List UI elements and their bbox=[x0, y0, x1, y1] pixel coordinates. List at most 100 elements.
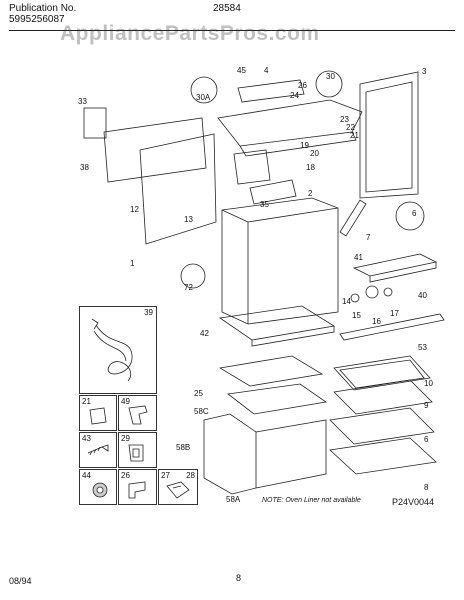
callout-label: 19 bbox=[300, 141, 309, 150]
callout-label: 72 bbox=[184, 283, 193, 292]
callout-label: 38 bbox=[80, 163, 89, 172]
oven-rack-6 bbox=[329, 407, 435, 445]
power-cord-icon bbox=[91, 318, 133, 382]
callout-label: 58C bbox=[194, 407, 209, 416]
top-bracket bbox=[237, 79, 305, 103]
callout-label: 17 bbox=[390, 309, 399, 318]
callout-label: 35 bbox=[260, 200, 269, 209]
figure-code: P24V0044 bbox=[392, 497, 435, 507]
callout-label: 12 bbox=[130, 205, 139, 214]
parts-box-label: 27 bbox=[161, 471, 170, 480]
insulation-58b bbox=[203, 413, 257, 495]
parts-box-27-28: 27 28 bbox=[158, 469, 198, 505]
parts-box-label: 43 bbox=[82, 434, 91, 443]
callout-label: 18 bbox=[306, 163, 315, 172]
parts-box-label: 21 bbox=[82, 397, 91, 406]
parts-box-26: 26 bbox=[118, 469, 157, 505]
callout-label: 53 bbox=[418, 343, 427, 352]
detail-circle-72 bbox=[180, 263, 206, 289]
callout-label: 16 bbox=[372, 317, 381, 326]
parts-box-label: 29 bbox=[121, 434, 130, 443]
header-rule bbox=[9, 30, 455, 31]
panel-25 bbox=[218, 355, 324, 387]
callout-label: 14 bbox=[342, 297, 351, 306]
oven-body bbox=[221, 197, 339, 325]
rear-panel bbox=[103, 117, 207, 183]
callout-label: 2 bbox=[308, 189, 313, 198]
callout-label: 20 bbox=[310, 149, 319, 158]
callout-label: 7 bbox=[366, 233, 371, 242]
bracket-7 bbox=[339, 199, 367, 237]
parts-box-44: 44 bbox=[79, 469, 117, 505]
bracket-icon bbox=[89, 407, 107, 425]
callout-label: 26 bbox=[298, 81, 307, 90]
callout-label: 8 bbox=[424, 483, 429, 492]
callout-label: 6 bbox=[412, 209, 417, 218]
callout-label: 21 bbox=[350, 131, 359, 140]
screw-icon bbox=[87, 444, 109, 456]
parts-box-label: 49 bbox=[121, 397, 130, 406]
clip-icon bbox=[128, 481, 146, 499]
parts-box-label: 44 bbox=[82, 471, 91, 480]
parts-box-label: 39 bbox=[144, 308, 153, 317]
parts-box-43: 43 bbox=[79, 432, 117, 468]
callout-labels: 45 4 30 26 3 33 30A 24 23 22 21 19 20 38… bbox=[78, 66, 433, 504]
callout-label: 58A bbox=[226, 495, 241, 504]
parts-box-label: 26 bbox=[121, 471, 130, 480]
side-panel bbox=[359, 71, 419, 199]
footer-date: 08/94 bbox=[9, 576, 32, 586]
broiler-pan-10 bbox=[333, 355, 431, 391]
control-module bbox=[233, 149, 271, 185]
callout-label: 40 bbox=[418, 291, 427, 300]
insulation-58c bbox=[226, 383, 328, 415]
parts-box-21: 21 bbox=[79, 395, 117, 431]
callout-label: 15 bbox=[352, 311, 361, 320]
callout-label: 58B bbox=[176, 443, 190, 452]
insulation-58a bbox=[255, 419, 327, 489]
publication-number: 5995256087 bbox=[9, 14, 65, 25]
note-text: NOTE: Oven Liner not available bbox=[262, 497, 361, 504]
parts-box-29: 29 bbox=[118, 432, 157, 468]
callout-label: 41 bbox=[354, 253, 363, 262]
callout-label: 3 bbox=[422, 67, 427, 76]
bracket-33 bbox=[83, 107, 107, 139]
nut-icon bbox=[92, 482, 108, 498]
detail-circle-30 bbox=[315, 70, 343, 98]
bracket-icon bbox=[128, 444, 144, 462]
model-number: 28584 bbox=[213, 3, 241, 14]
callout-label: 23 bbox=[340, 115, 349, 124]
callout-label: 30A bbox=[196, 93, 211, 102]
parts-box-label: 28 bbox=[186, 471, 195, 480]
callout-label: 22 bbox=[346, 123, 355, 132]
callout-label: 10 bbox=[424, 379, 433, 388]
rail-40 bbox=[352, 253, 438, 277]
parts-box-39: 39 bbox=[79, 306, 157, 394]
callout-label: 9 bbox=[424, 401, 429, 410]
callout-label: 30 bbox=[326, 72, 335, 81]
cooktop-panel bbox=[217, 99, 363, 147]
callout-label: 42 bbox=[200, 329, 209, 338]
callout-label: 4 bbox=[264, 66, 269, 75]
publication-label: Publication No. bbox=[9, 3, 77, 14]
callout-label: 1 bbox=[130, 259, 135, 268]
callout-label: 13 bbox=[184, 215, 193, 224]
watermark: AppliancePartsPros.com bbox=[60, 22, 320, 45]
detail-circle-5 bbox=[395, 201, 425, 231]
part-16 bbox=[383, 287, 393, 297]
callout-label: 25 bbox=[194, 389, 203, 398]
detail-circle-30a bbox=[190, 76, 218, 104]
parts-box-49: 49 bbox=[118, 395, 157, 431]
part-15 bbox=[365, 285, 379, 299]
callout-label: 33 bbox=[78, 97, 87, 106]
trim-53 bbox=[339, 313, 445, 341]
callout-label: 6 bbox=[424, 435, 429, 444]
callout-label: 24 bbox=[290, 91, 299, 100]
page-number: 8 bbox=[236, 573, 242, 583]
drawer-panel-8 bbox=[329, 437, 437, 475]
back-panel bbox=[139, 133, 217, 245]
clamp-icon bbox=[166, 481, 190, 499]
part-14 bbox=[350, 293, 360, 303]
callout-label: 45 bbox=[237, 66, 246, 75]
broiler-grid-9 bbox=[333, 379, 433, 415]
